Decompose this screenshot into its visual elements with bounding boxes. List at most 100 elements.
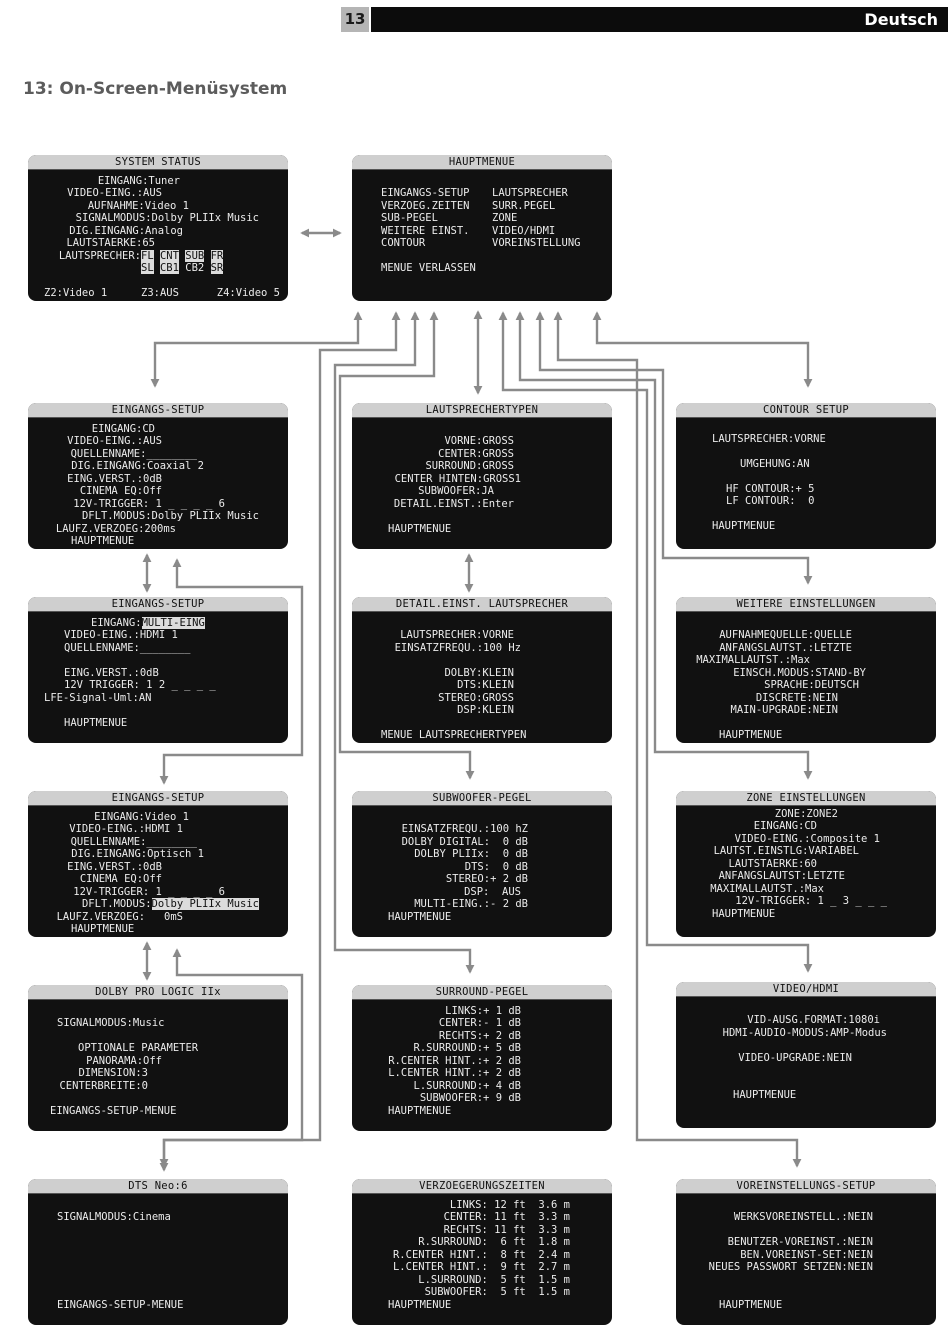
setting-line: R.SURROUND: 6 ft 1.8 m bbox=[418, 1236, 570, 1248]
setting-line: CENTER HINTEN:GROSS1 bbox=[394, 473, 521, 485]
speaker-badge: FR bbox=[210, 250, 224, 262]
hauptmenue-link[interactable]: HAUPTMENUE bbox=[719, 1299, 783, 1311]
setting-line: 12V-TRIGGER: 1 _ _ _ _ 6 bbox=[73, 886, 225, 898]
menu-item[interactable]: VERZOEG.ZEITEN bbox=[381, 200, 470, 212]
setting-line: DOLBY DIGITAL: 0 dB bbox=[401, 836, 528, 848]
setting-line: DFLT.MODUS:Dolby PLIIx Music bbox=[82, 898, 259, 911]
setting-line: DTS:KLEIN bbox=[457, 679, 514, 691]
setting-line: CINEMA EQ:Off bbox=[79, 485, 162, 497]
back-link[interactable]: EINGANGS-SETUP-MENUE bbox=[57, 1299, 184, 1311]
setting-label: EINGANG: bbox=[91, 617, 142, 629]
menu-item[interactable]: EINGANGS-SETUP bbox=[381, 187, 470, 199]
setting-line: ZONE:ZONE2 bbox=[774, 808, 838, 820]
status-line: VIDEO-EING.:AUS bbox=[67, 187, 162, 199]
setting-line: 12V-TRIGGER: 1 _ 3 _ _ _ bbox=[735, 895, 887, 907]
setting-line: LFE-Signal-Uml:AN bbox=[44, 692, 152, 704]
zone-status: Z3:AUS bbox=[141, 287, 179, 299]
setting-line: LAUTSPRECHER:VORNE bbox=[712, 433, 826, 445]
setting-line: STEREO:+ 2 dB bbox=[445, 873, 528, 885]
selected-input[interactable]: MULTI-EING bbox=[141, 617, 205, 629]
setting-line: CENTERBREITE:0 bbox=[59, 1080, 148, 1092]
screen-title: EINGANGS-SETUP bbox=[28, 403, 288, 418]
setting-line: HDMI-AUDIO-MODUS:AMP-Modus bbox=[722, 1027, 887, 1039]
weitere-einstellungen-screen: WEITERE EINSTELLUNGEN AUFNAHMEQUELLE:QUE… bbox=[676, 597, 936, 743]
setting-line: QUELLENNAME:________ bbox=[70, 448, 197, 460]
speaker-row: SL CB1 CB2 SR bbox=[141, 262, 224, 275]
hauptmenue-link[interactable]: HAUPTMENUE bbox=[64, 717, 128, 729]
setting-line: SURROUND:GROSS bbox=[425, 460, 514, 472]
screen-title: DTS Neo:6 bbox=[28, 1179, 288, 1194]
setting-line: CENTER:GROSS bbox=[438, 448, 514, 460]
screen-title: CONTOUR SETUP bbox=[676, 403, 936, 418]
screen-title: HAUPTMENUE bbox=[352, 155, 612, 170]
setting-label: DFLT.MODUS: bbox=[81, 898, 152, 910]
setting-line: UMGEHUNG:AN bbox=[740, 458, 810, 470]
speaker-row: FL CNT SUB FR bbox=[141, 250, 224, 263]
screen-title: SURROUND-PEGEL bbox=[352, 985, 612, 1000]
setting-line: 12V TRIGGER: 1 2 _ _ _ _ bbox=[64, 679, 216, 691]
status-line: SIGNALMODUS:Dolby PLIIx Music bbox=[75, 212, 259, 224]
setting-line: DIG.EINGANG:Optisch 1 bbox=[71, 848, 204, 860]
setting-line: EINGANG:CD bbox=[91, 423, 155, 435]
screen-title: VIDEO/HDMI bbox=[676, 982, 936, 997]
menu-item[interactable]: WEITERE EINST. bbox=[381, 225, 470, 237]
hauptmenue-link[interactable]: HAUPTMENUE bbox=[719, 729, 783, 741]
setting-line: DOLBY:KLEIN bbox=[444, 667, 514, 679]
hauptmenue-link[interactable]: HAUPTMENUE bbox=[388, 1299, 452, 1311]
setting-line: MULTI-EING.:- 2 dB bbox=[414, 898, 528, 910]
back-link[interactable]: EINGANGS-SETUP-MENUE bbox=[50, 1105, 177, 1117]
status-line: EINGANG:Tuner bbox=[97, 175, 180, 187]
hauptmenue-link[interactable]: HAUPTMENUE bbox=[388, 523, 452, 535]
menu-exit[interactable]: MENUE VERLASSEN bbox=[381, 262, 476, 274]
hauptmenue-link[interactable]: HAUPTMENUE bbox=[71, 535, 135, 547]
setting-line: HF CONTOUR:+ 5 bbox=[726, 483, 815, 495]
speaker-badge: FL bbox=[141, 250, 154, 262]
menu-item[interactable]: ZONE bbox=[492, 212, 518, 224]
dts-neo6-screen: DTS Neo:6 SIGNALMODUS:Cinema EINGANGS-SE… bbox=[28, 1179, 288, 1325]
setting-line: R.CENTER HINT.: 8 ft 2.4 m bbox=[392, 1249, 570, 1261]
menu-item[interactable]: VIDEO/HDMI bbox=[492, 225, 556, 237]
hauptmenue-link[interactable]: HAUPTMENUE bbox=[388, 1105, 452, 1117]
setting-line: LAUTST.EINSTLG:VARIABEL bbox=[713, 845, 859, 857]
setting-line: EINGANG:Video 1 bbox=[94, 811, 189, 823]
status-line: AUFNAHME:Video 1 bbox=[87, 200, 189, 212]
setting-line: OPTIONALE PARAMETER bbox=[78, 1042, 199, 1054]
setting-line: QUELLENNAME:________ bbox=[64, 642, 191, 654]
hauptmenue-link[interactable]: HAUPTMENUE bbox=[388, 911, 452, 923]
setting-line: BENUTZER-VOREINST.:NEIN bbox=[727, 1236, 873, 1248]
setting-line: NEUES PASSWORT SETZEN:NEIN bbox=[708, 1261, 873, 1273]
setting-line: VORNE:GROSS bbox=[444, 435, 514, 447]
hauptmenue-link[interactable]: HAUPTMENUE bbox=[712, 908, 776, 920]
speaker-badge: SUB bbox=[185, 250, 205, 262]
eingangs-setup-screen-3: EINGANGS-SETUP EINGANG:Video 1 VIDEO-EIN… bbox=[28, 791, 288, 937]
speaker-badge: CB1 bbox=[159, 262, 179, 274]
hauptmenue-link[interactable]: HAUPTMENUE bbox=[712, 520, 776, 532]
speaker-badge: SL bbox=[141, 262, 154, 274]
back-link[interactable]: MENUE LAUTSPRECHERTYPEN bbox=[381, 729, 527, 741]
eingangs-setup-screen-2: EINGANGS-SETUP EINGANG:MULTI-EING VIDEO-… bbox=[28, 597, 288, 743]
detail-einst-screen: DETAIL.EINST. LAUTSPRECHER LAUTSPRECHER:… bbox=[352, 597, 612, 743]
menu-item[interactable]: SUB-PEGEL bbox=[381, 212, 438, 224]
menu-item[interactable]: VOREINSTELLUNG bbox=[492, 237, 581, 249]
setting-line: EING.VERST.:0dB bbox=[67, 861, 162, 873]
setting-line: VIDEO-EING.:AUS bbox=[67, 435, 162, 447]
hauptmenue-link[interactable]: HAUPTMENUE bbox=[71, 923, 135, 935]
setting-line: VIDEO-EING.:HDMI 1 bbox=[69, 823, 183, 835]
setting-line: EING.VERST.:0dB bbox=[67, 473, 162, 485]
setting-line: 12V-TRIGGER: 1 _ _ _ _ 6 bbox=[73, 498, 225, 510]
menu-item[interactable]: LAUTSPRECHER bbox=[492, 187, 568, 199]
screen-title: WEITERE EINSTELLUNGEN bbox=[676, 597, 936, 612]
video-hdmi-screen: VIDEO/HDMI VID-AUSG.FORMAT:1080i HDMI-AU… bbox=[676, 982, 936, 1128]
setting-line: BEN.VOREINST-SET:NEIN bbox=[740, 1249, 873, 1261]
setting-line: SIGNALMODUS:Cinema bbox=[57, 1211, 171, 1223]
setting-line: L.CENTER HINT.: 9 ft 2.7 m bbox=[392, 1261, 570, 1273]
setting-line: MAXIMALLAUTST.:Max bbox=[710, 883, 824, 895]
menu-item[interactable]: CONTOUR bbox=[381, 237, 426, 249]
setting-line: MAXIMALLAUTST.:Max bbox=[696, 654, 810, 666]
status-line: LAUTSTAERKE:65 bbox=[66, 237, 155, 249]
menu-item[interactable]: SURR.PEGEL bbox=[492, 200, 556, 212]
setting-line: LF CONTOUR: 0 bbox=[726, 495, 815, 507]
selected-mode[interactable]: Dolby PLIIx Music bbox=[151, 898, 259, 910]
hauptmenue-link[interactable]: HAUPTMENUE bbox=[733, 1089, 797, 1101]
setting-line: VIDEO-EING.:Composite 1 bbox=[734, 833, 880, 845]
